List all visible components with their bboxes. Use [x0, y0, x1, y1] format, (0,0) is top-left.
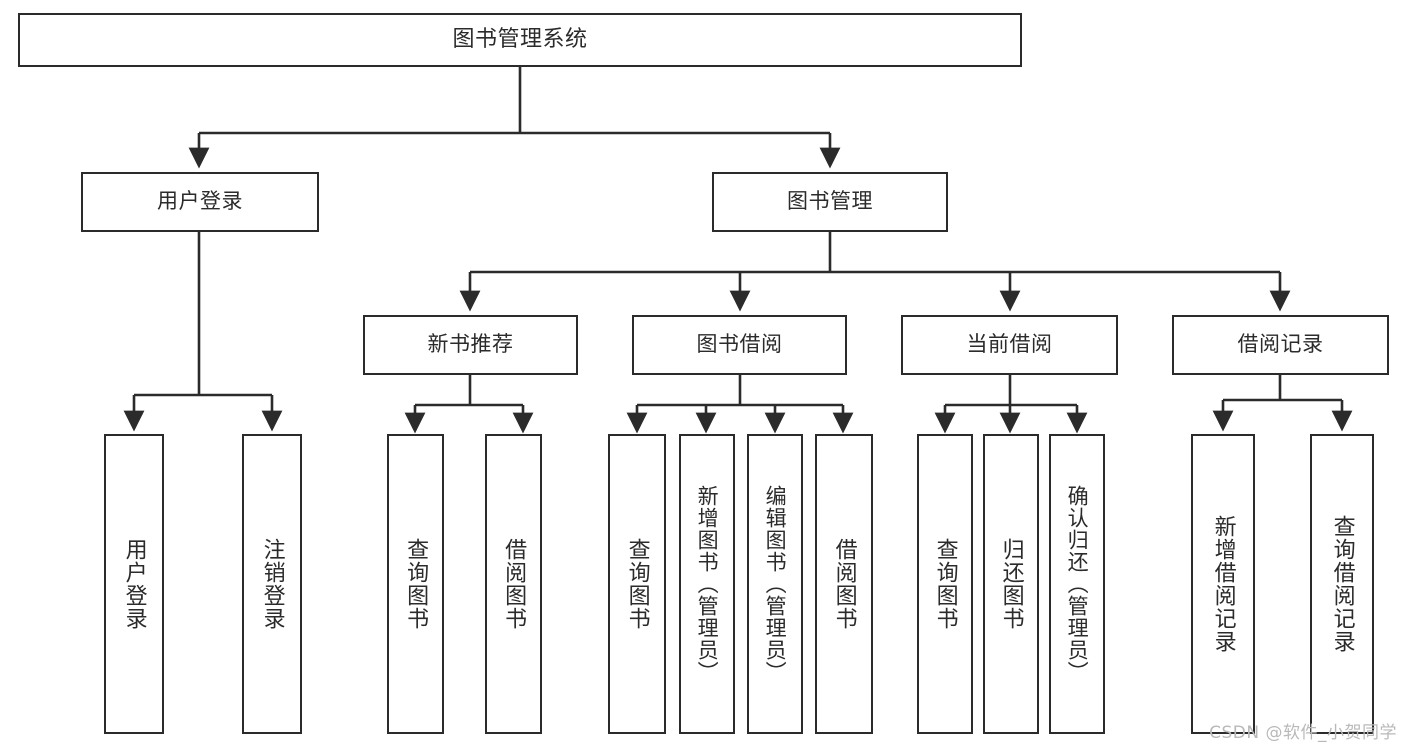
leaf-user-login-signin[interactable]: 用户登录 [104, 434, 164, 734]
node-label: 用户登录 [121, 538, 147, 630]
watermark-text: CSDN @软件_小贺同学 [1209, 723, 1397, 743]
leaf-new-book-borrow[interactable]: 借阅图书 [485, 434, 542, 734]
leaf-current-query-book[interactable]: 查询图书 [917, 434, 973, 734]
node-label: 新增图书（管理员） [695, 485, 720, 683]
node-label: 借阅图书 [501, 538, 527, 630]
leaf-record-add-record[interactable]: 新增借阅记录 [1191, 434, 1255, 734]
leaf-user-login-signout[interactable]: 注销登录 [242, 434, 302, 734]
node-label: 图书管理系统 [452, 26, 588, 52]
leaf-new-book-query[interactable]: 查询图书 [387, 434, 444, 734]
node-label: 查询借阅记录 [1329, 515, 1355, 653]
node-new-book-recommend[interactable]: 新书推荐 [363, 315, 578, 375]
node-label: 查询图书 [403, 538, 429, 630]
node-user-login[interactable]: 用户登录 [81, 172, 319, 232]
leaf-borrow-query-book[interactable]: 查询图书 [608, 434, 666, 734]
node-label: 确认归还（管理员） [1065, 485, 1090, 683]
node-label: 借阅记录 [1237, 332, 1324, 357]
node-label: 借阅图书 [831, 538, 857, 630]
node-label: 图书管理 [787, 189, 873, 214]
node-book-borrow[interactable]: 图书借阅 [632, 315, 847, 375]
node-borrow-record[interactable]: 借阅记录 [1172, 315, 1389, 375]
leaf-borrow-borrow-book[interactable]: 借阅图书 [815, 434, 873, 734]
node-label: 注销登录 [259, 538, 285, 630]
node-label: 新书推荐 [427, 332, 514, 357]
node-book-management[interactable]: 图书管理 [712, 172, 948, 232]
leaf-current-return-book[interactable]: 归还图书 [983, 434, 1039, 734]
node-label: 用户登录 [157, 189, 243, 214]
node-current-borrow[interactable]: 当前借阅 [901, 315, 1118, 375]
node-label: 归还图书 [998, 538, 1024, 630]
node-label: 查询图书 [624, 538, 650, 630]
node-label: 图书借阅 [696, 332, 783, 357]
leaf-record-query-record[interactable]: 查询借阅记录 [1310, 434, 1374, 734]
node-root-system[interactable]: 图书管理系统 [18, 13, 1022, 67]
node-label: 查询图书 [932, 538, 958, 630]
node-label: 当前借阅 [966, 332, 1053, 357]
leaf-borrow-edit-book-admin[interactable]: 编辑图书（管理员） [747, 434, 803, 734]
leaf-borrow-add-book-admin[interactable]: 新增图书（管理员） [679, 434, 735, 734]
node-label: 新增借阅记录 [1210, 515, 1236, 653]
leaf-current-confirm-return-admin[interactable]: 确认归还（管理员） [1049, 434, 1105, 734]
node-label: 编辑图书（管理员） [763, 485, 788, 683]
